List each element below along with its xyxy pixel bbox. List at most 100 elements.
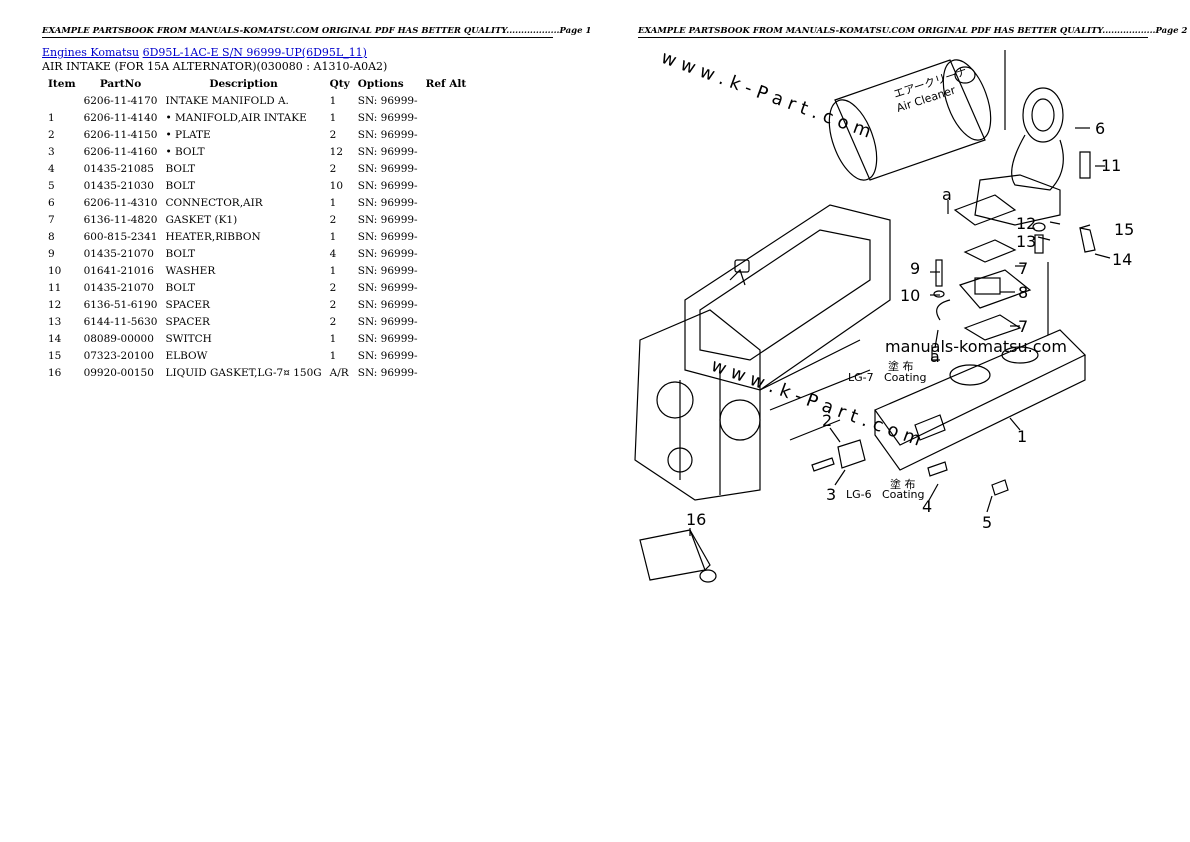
cell-item: 6 [48, 196, 55, 209]
cell-refalt [422, 92, 471, 109]
cell-item: 1 [48, 111, 55, 124]
callout-12: 12 [1016, 214, 1036, 233]
breadcrumb-link-model[interactable]: 6D95L-1AC-E S/N 96999-UP(6D95L_11) [142, 46, 367, 59]
cell-refalt [422, 177, 471, 194]
cell-partno: 6206-11-4160 [83, 145, 158, 158]
breadcrumb-link-engines[interactable]: Engines Komatsu [42, 46, 140, 59]
cell-options: SN: 96999- [357, 213, 418, 226]
callout-11: 11 [1101, 156, 1121, 175]
cell-partno: 01641-21016 [83, 264, 154, 277]
cell-item: 10 [48, 264, 62, 277]
callout-7a: 7 [1018, 259, 1028, 278]
heater-gasket-drawing [933, 194, 1046, 341]
callout-4: 4 [922, 497, 932, 516]
cell-refalt [422, 313, 471, 330]
cell-partno: 6136-11-4820 [83, 213, 158, 226]
exploded-parts-diagram: w w w . k - P a r t . c o m w w w . k - … [620, 40, 1170, 610]
cell-description: LIQUID GASKET,LG-7¤ 150G [165, 366, 322, 379]
air-cleaner-drawing [828, 59, 992, 181]
column-header-item: Item [48, 78, 76, 90]
callout-a-bottom: a [930, 347, 940, 366]
page-title: AIR INTAKE (FOR 15A ALTERNATOR)(030080 :… [42, 60, 388, 73]
cell-item: 5 [48, 179, 55, 192]
cell-refalt [422, 228, 471, 245]
cell-options: SN: 96999- [357, 247, 418, 260]
cell-refalt [422, 279, 471, 296]
column-header-qty: Qty [329, 78, 350, 90]
cell-item: 11 [48, 281, 62, 294]
cell-options: SN: 96999- [357, 349, 418, 362]
page-1-header: EXAMPLE PARTSBOOK FROM MANUALS-KOMATSU.C… [42, 26, 592, 38]
cell-partno: 07323-20100 [83, 349, 154, 362]
parts-table: Item PartNo Description Qty Options Ref … [44, 76, 470, 381]
callout-13: 13 [1016, 232, 1036, 251]
table-header-row: Item PartNo Description Qty Options Ref … [44, 76, 470, 92]
leader-lines [689, 127, 1111, 536]
callout-16: 16 [686, 510, 706, 529]
cell-partno: 600-815-2341 [83, 230, 158, 243]
cell-partno: 01435-21070 [83, 247, 154, 260]
cell-refalt [422, 347, 471, 364]
cell-partno: 6206-11-4150 [83, 128, 158, 141]
cell-options: SN: 96999- [357, 111, 418, 124]
cell-refalt [422, 364, 471, 381]
watermark-top: w w w . k - P a r t . c o m [658, 47, 874, 143]
cell-description: BOLT [165, 162, 196, 175]
cell-options: SN: 96999- [357, 366, 418, 379]
cell-description: SPACER [165, 298, 210, 311]
cell-partno: 6206-11-4140 [83, 111, 158, 124]
coating-en-1: Coating [884, 371, 926, 384]
cell-refalt [422, 330, 471, 347]
cell-description: BOLT [165, 281, 196, 294]
cell-qty: 1 [329, 332, 337, 345]
cell-item: 7 [48, 213, 55, 226]
cell-refalt [422, 262, 471, 279]
column-header-refalt: Ref Alt [425, 78, 467, 90]
cell-qty: 12 [329, 145, 344, 158]
callout-14: 14 [1112, 250, 1132, 269]
cell-qty: 2 [329, 162, 337, 175]
cell-qty: 1 [329, 94, 337, 107]
cell-refalt [422, 245, 471, 262]
cell-partno: 6206-11-4170 [83, 94, 158, 107]
cell-partno: 08089-00000 [83, 332, 154, 345]
cell-partno: 6136-51-6190 [83, 298, 158, 311]
lg7-label: LG-7 [848, 371, 874, 384]
engine-block-drawing [634, 204, 891, 501]
cell-refalt [422, 296, 471, 313]
cell-description: CONNECTOR,AIR [165, 196, 263, 209]
coating-en-2: Coating [882, 488, 924, 501]
cell-refalt [422, 194, 471, 211]
cell-options: SN: 96999- [357, 145, 418, 158]
cell-refalt [422, 126, 471, 143]
air-connector-drawing [974, 50, 1064, 226]
cell-qty: 2 [329, 213, 337, 226]
cell-description: GASKET (K1) [165, 213, 238, 226]
table-row: 7 6136-11-4820 GASKET (K1) 2 SN: 96999- [44, 211, 470, 228]
cell-options: SN: 96999- [357, 230, 418, 243]
cell-item: 15 [48, 349, 62, 362]
callout-15: 15 [1114, 220, 1134, 239]
cell-description: • BOLT [165, 145, 205, 158]
cell-refalt [422, 109, 471, 126]
cell-item: 14 [48, 332, 62, 345]
column-header-description: Description [209, 78, 278, 90]
bolts-drawing [811, 151, 1096, 496]
callout-2: 2 [822, 411, 832, 430]
coating-jp-1: 塗 布 [888, 359, 914, 373]
cell-refalt [422, 160, 471, 177]
callout-8: 8 [1018, 283, 1028, 302]
cell-description: SPACER [165, 315, 210, 328]
site-watermark: manuals-komatsu.com [885, 337, 1067, 356]
cell-qty: 2 [329, 281, 337, 294]
